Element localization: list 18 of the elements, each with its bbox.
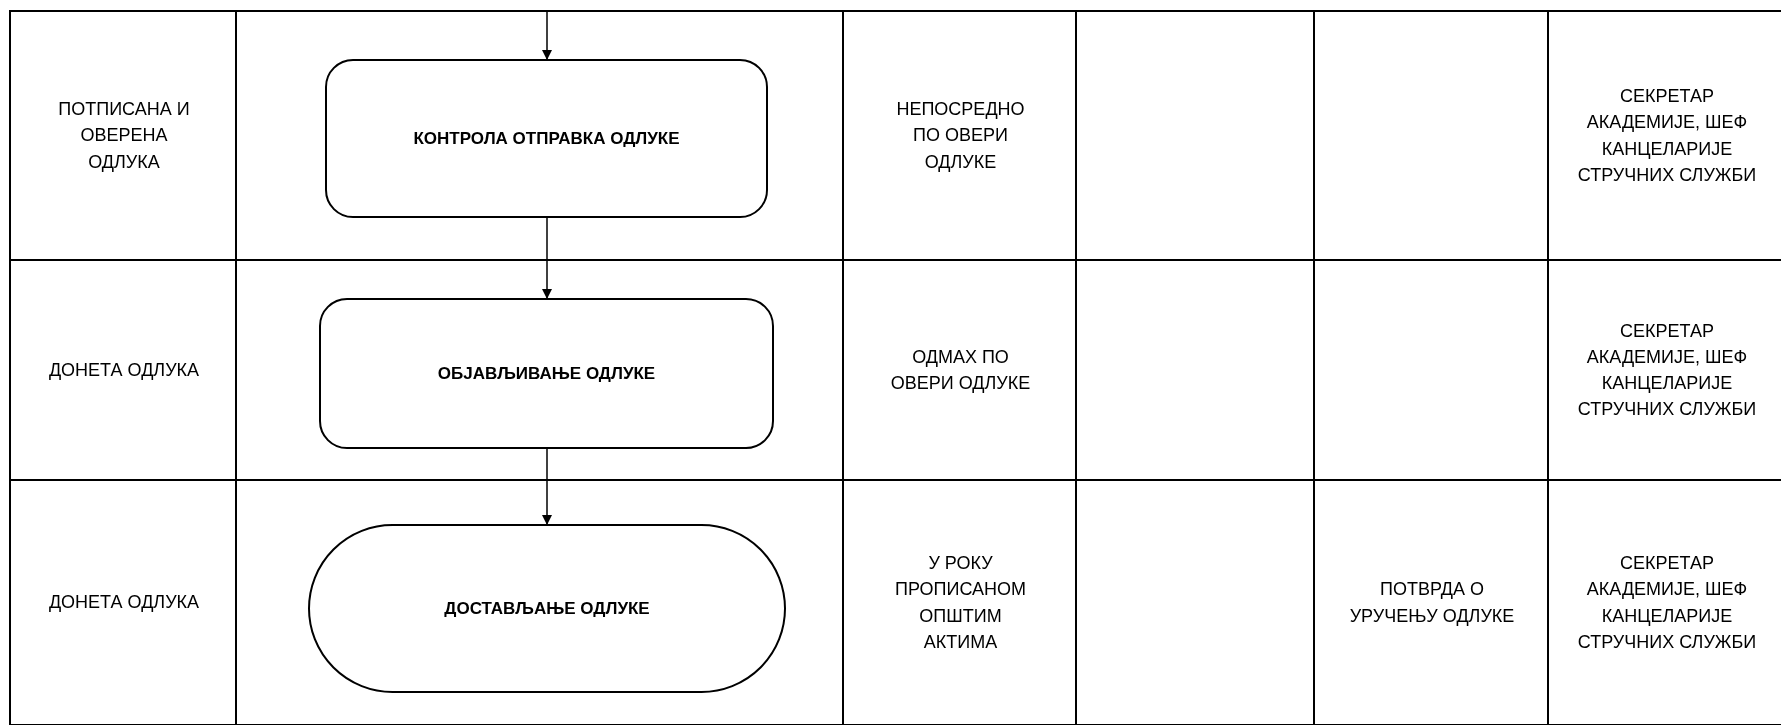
process-box xyxy=(319,298,774,449)
process-box xyxy=(325,59,768,218)
timing-text: НЕПОСРЕДНО ПО ОВЕРИ ОДЛУКЕ xyxy=(895,98,1026,174)
input-text: ПОТПИСАНА И ОВЕРЕНА ОДЛУКА xyxy=(57,98,191,174)
input-text: ДОНЕТА ОДЛУКА xyxy=(47,591,201,615)
step-text: ОБЈАВЉИВАЊЕ ОДЛУКЕ xyxy=(437,363,656,384)
arrow xyxy=(542,9,552,60)
responsible-text: СЕКРЕТАР АКАДЕМИЈЕ, ШЕФ КАНЦЕЛАРИЈЕ СТРУЧНИХ СЛУЖБИ xyxy=(1576,319,1758,422)
arrow xyxy=(542,217,552,299)
input-text: ДОНЕТА ОДЛУКА xyxy=(47,358,201,382)
timing-text: У РОКУ ПРОПИСАНОМ ОПШТИМ АКТИМА xyxy=(894,552,1027,654)
responsible-text: СЕКРЕТАР АКАДЕМИЈЕ, ШЕФ КАНЦЕЛАРИЈЕ СТРУЧНИХ СЛУЖБИ xyxy=(1576,85,1758,187)
step-text: КОНТРОЛА ОТПРАВКА ОДЛУКЕ xyxy=(413,128,680,149)
responsible-text: СЕКРЕТАР АКАДЕМИЈЕ, ШЕФ КАНЦЕЛАРИЈЕ СТРУЧНИХ СЛУЖБИ xyxy=(1576,552,1758,654)
step-text: ДОСТАВЉАЊЕ ОДЛУКЕ xyxy=(444,598,650,619)
record-text: ПОТВРДА О УРУЧЕЊУ ОДЛУКЕ xyxy=(1348,578,1516,628)
arrow xyxy=(542,448,552,525)
timing-text: ОДМАХ ПО ОВЕРИ ОДЛУКЕ xyxy=(889,345,1032,395)
